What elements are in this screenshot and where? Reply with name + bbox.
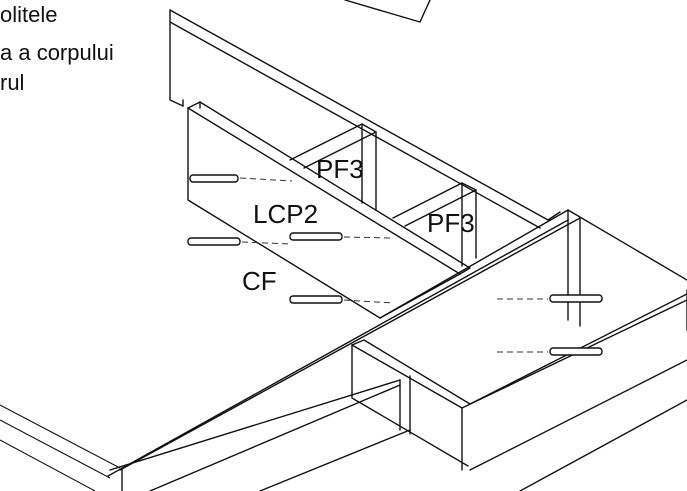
top-panel-fragment — [344, 0, 431, 23]
label-cf: CF — [242, 266, 277, 296]
shelf-pf3-upper — [289, 123, 377, 211]
screw-icon — [497, 294, 603, 303]
back-panel — [169, 9, 561, 229]
lower-compartments — [109, 293, 687, 491]
screw-icon — [187, 237, 291, 246]
instruction-line-2: a a corpului — [0, 40, 114, 65]
label-pf3-upper: PF3 — [316, 154, 364, 184]
floor-lines — [0, 404, 121, 491]
screw-icon — [497, 347, 603, 356]
label-pf3-lower: PF3 — [427, 208, 475, 238]
screw-icon — [289, 232, 393, 241]
screw-icon — [189, 174, 293, 183]
screw-icon — [289, 295, 394, 304]
shelf-pf3-lower — [392, 182, 477, 267]
side-panel-lcp2 — [187, 101, 471, 319]
front-cabinet — [107, 209, 687, 477]
label-lcp2: LCP2 — [253, 199, 318, 229]
instruction-line-3: rul — [0, 70, 25, 95]
instruction-line-1: olitele — [0, 2, 58, 27]
